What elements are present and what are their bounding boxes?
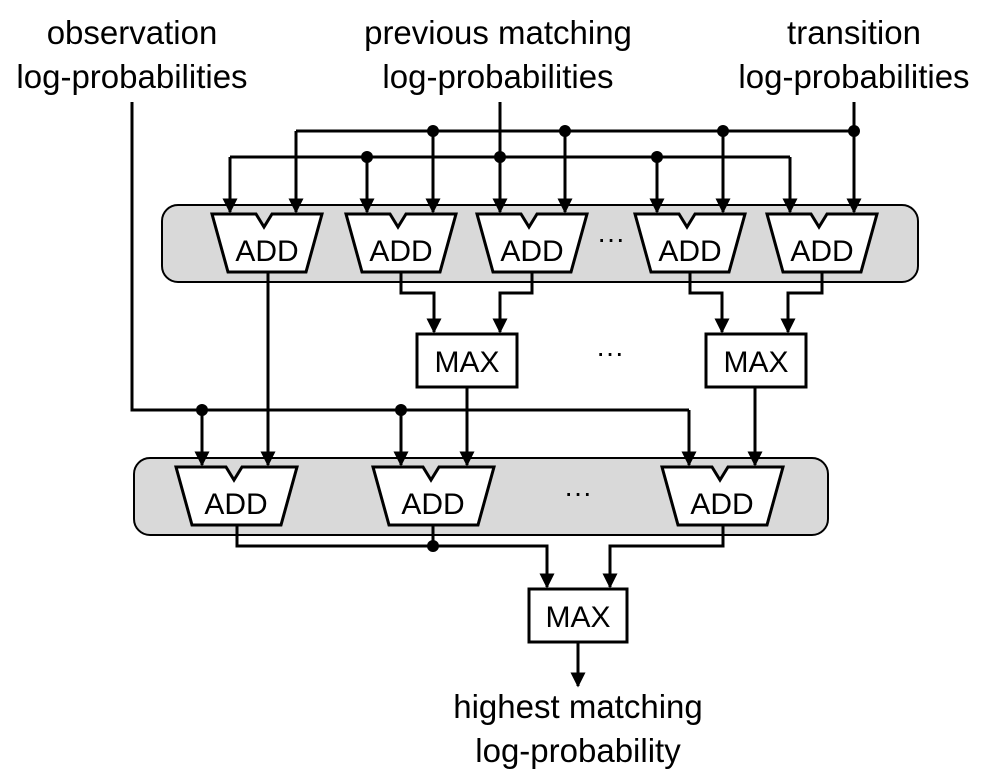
previous-label-line1: previous matching: [364, 14, 632, 51]
observation-label-line2: log-probabilities: [16, 58, 247, 95]
observation-bus: [130, 102, 697, 467]
add-unit-label: ADD: [369, 235, 432, 268]
add-ellipsis-bottom: ···: [564, 477, 592, 508]
input-label-observation: observation log-probabilities: [16, 14, 247, 95]
max-unit-2: MAX: [704, 332, 808, 389]
add-unit-bottom-3: ADD: [660, 465, 785, 527]
add-unit-bottom-1: ADD: [174, 465, 299, 527]
add-unit-label: ADD: [658, 235, 721, 268]
observation-label-line1: observation: [47, 14, 218, 51]
max-unit-1: MAX: [415, 332, 519, 389]
transition-bus: [288, 102, 862, 214]
output-label-line2: log-probability: [475, 732, 681, 769]
add-unit-top-2: ADD: [344, 212, 458, 274]
transition-label-line1: transition: [787, 14, 921, 51]
final-max-wires: [235, 525, 725, 688]
max-to-add-wires: [459, 387, 763, 467]
output-label: highest matching log-probability: [453, 688, 702, 769]
add-to-max-wires: [399, 272, 824, 334]
add-unit-top-5: ADD: [765, 212, 879, 274]
add-unit-top-1: ADD: [210, 212, 324, 274]
input-label-transition: transition log-probabilities: [738, 14, 969, 95]
add-ellipsis-top: ···: [597, 223, 625, 254]
max-ellipsis: ···: [596, 337, 624, 368]
max-unit-label: MAX: [545, 601, 610, 634]
add-unit-label: ADD: [235, 235, 298, 268]
add-unit-top-3: ADD: [475, 212, 589, 274]
transition-label-line2: log-probabilities: [738, 58, 969, 95]
add-unit-label: ADD: [401, 488, 464, 521]
max-unit-final: MAX: [527, 587, 629, 644]
previous-label-line2: log-probabilities: [382, 58, 613, 95]
max-unit-label: MAX: [434, 346, 499, 379]
add-unit-label: ADD: [790, 235, 853, 268]
add-unit-label: ADD: [204, 488, 267, 521]
add-unit-top-4: ADD: [633, 212, 747, 274]
add-unit-label: ADD: [690, 488, 753, 521]
previous-matching-bus: [222, 102, 798, 214]
input-label-previous-matching: previous matching log-probabilities: [364, 14, 632, 95]
add-unit-bottom-2: ADD: [371, 465, 496, 527]
add-unit-label: ADD: [500, 235, 563, 268]
output-label-line1: highest matching: [453, 688, 702, 725]
max-unit-label: MAX: [723, 346, 788, 379]
